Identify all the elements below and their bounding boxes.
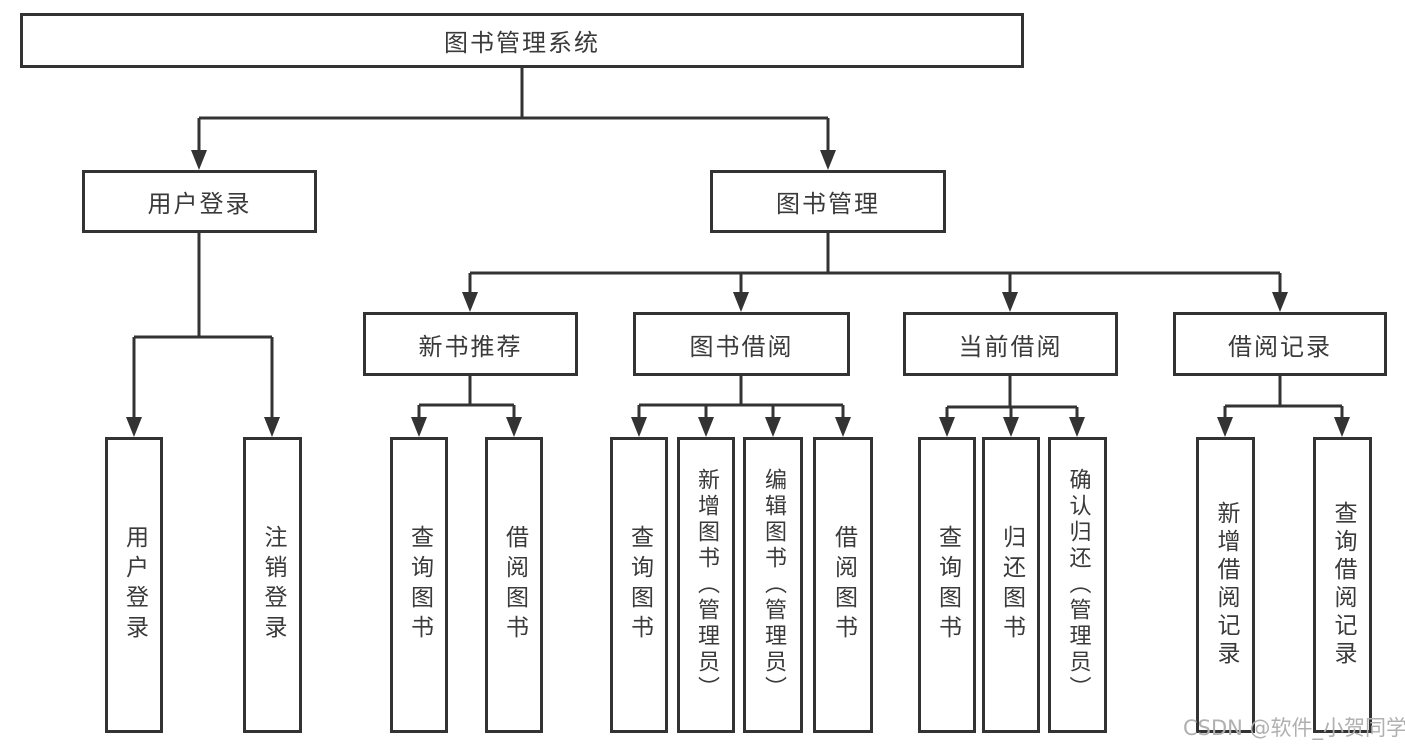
leaf-nb-query: 查询图书 [390,437,448,733]
connector-records-to-leaves [1217,376,1350,437]
node-current-label: 当前借阅 [958,332,1063,361]
leaf-cu-query-label: 查询图书 [934,525,961,645]
leaf-bw-edit: 编辑图书（管理员） [743,437,803,733]
node-records: 借阅记录 [1173,312,1387,376]
leaf-bw-borrow: 借阅图书 [813,437,873,733]
connector-newbook-to-leaves [411,376,522,437]
leaf-login: 用户登录 [105,437,163,733]
leaf-bw-edit-label: 编辑图书（管理员） [761,468,786,702]
node-root: 图书管理系统 [20,13,1024,68]
leaf-cu-return-label: 归还图书 [998,525,1025,645]
leaf-nb-borrow-label: 借阅图书 [501,525,528,645]
node-user-login: 用户登录 [82,170,317,233]
node-new-book: 新书推荐 [363,312,578,376]
leaf-nb-query-label: 查询图书 [406,525,433,645]
node-new-book-label: 新书推荐 [418,332,523,361]
node-user-login-label: 用户登录 [147,190,252,218]
connector-borrow-to-leaves [631,376,851,437]
leaf-cu-confirm: 确认归还（管理员） [1048,437,1107,733]
leaf-bw-query: 查询图书 [610,437,668,733]
leaf-bw-query-label: 查询图书 [626,525,653,645]
node-borrow: 图书借阅 [633,312,850,376]
node-borrow-label: 图书借阅 [689,332,794,361]
leaf-rc-add-label: 新增借阅记录 [1213,501,1239,669]
leaf-nb-borrow: 借阅图书 [485,437,543,733]
node-book-mgmt-label: 图书管理 [776,190,880,218]
leaf-cu-query: 查询图书 [918,437,976,733]
leaf-logout: 注销登录 [243,437,302,733]
leaf-cu-return: 归还图书 [982,437,1040,733]
leaf-cu-confirm-label: 确认归还（管理员） [1065,468,1091,702]
leaf-logout-label: 注销登录 [260,525,286,645]
leaf-bw-borrow-label: 借阅图书 [830,525,857,645]
leaf-rc-query: 查询借阅记录 [1313,437,1372,733]
connector-root-to-level2 [191,68,836,170]
csdn-watermark: CSDN @软件_小贺同学 [1183,716,1405,740]
connector-current-to-leaves [939,376,1085,437]
connector-bookmgmt-to-level3 [462,233,1288,312]
connector-userlogin-to-leaves [126,233,280,437]
leaf-bw-add-label: 新增图书（管理员） [694,468,719,702]
leaf-bw-add: 新增图书（管理员） [677,437,735,733]
leaf-rc-add: 新增借阅记录 [1196,437,1255,733]
node-records-label: 借阅记录 [1228,332,1332,361]
leaf-rc-query-label: 查询借阅记录 [1330,501,1356,669]
node-root-label: 图书管理系统 [444,29,600,57]
leaf-login-label: 用户登录 [121,525,148,645]
node-current: 当前借阅 [903,312,1118,376]
node-book-mgmt: 图书管理 [710,170,946,233]
